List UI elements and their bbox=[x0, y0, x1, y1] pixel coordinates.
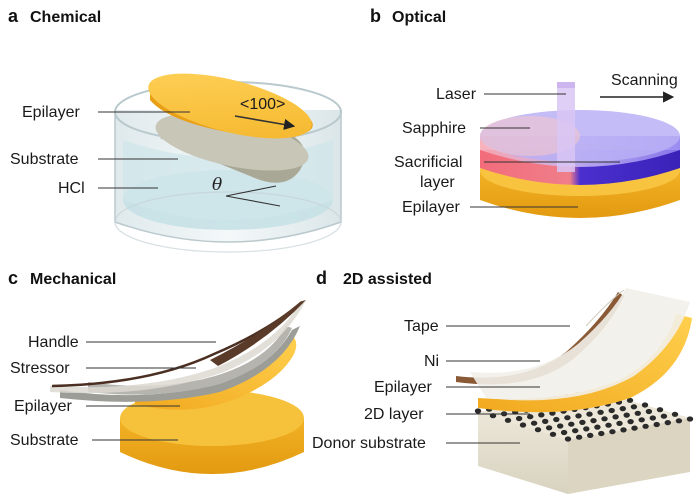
label-2d-layer: 2D layer bbox=[364, 406, 424, 423]
panel-c-title: Mechanical bbox=[30, 271, 116, 288]
label-scanning: Scanning bbox=[611, 72, 678, 89]
atom bbox=[575, 413, 582, 419]
atom bbox=[671, 411, 679, 417]
label-hcl: HCl bbox=[58, 180, 85, 197]
atom bbox=[598, 430, 605, 437]
tape-layer bbox=[470, 288, 690, 401]
atom bbox=[619, 406, 626, 412]
label-donor-substrate: Donor substrate bbox=[312, 435, 426, 452]
atom bbox=[645, 408, 653, 415]
label-sacrificial-1: Sacrificial bbox=[394, 154, 462, 171]
atom bbox=[597, 409, 604, 415]
panel-d-title: 2D assisted bbox=[343, 271, 432, 288]
label-sapphire: Sapphire bbox=[402, 120, 466, 137]
atom bbox=[538, 412, 545, 418]
atom bbox=[653, 421, 660, 428]
label-handle: Handle bbox=[28, 334, 79, 351]
direction-arrow bbox=[234, 115, 296, 130]
atom bbox=[649, 415, 656, 421]
atom bbox=[579, 419, 586, 425]
atom bbox=[627, 419, 634, 425]
label-laser: Laser bbox=[436, 86, 477, 103]
atom bbox=[572, 428, 579, 434]
theta-line-1 bbox=[225, 195, 281, 207]
laser-beam bbox=[557, 82, 575, 172]
sapphire-layer bbox=[480, 110, 680, 167]
atom bbox=[557, 423, 564, 429]
panel-b-letter: b bbox=[370, 6, 381, 26]
label-substrate-a: Substrate bbox=[10, 151, 79, 168]
atom bbox=[527, 414, 534, 420]
atom bbox=[560, 429, 568, 436]
panel-b: b Optical Scanning Laser Sapphire Sa bbox=[370, 6, 680, 218]
atom bbox=[634, 410, 641, 416]
atom bbox=[642, 423, 649, 429]
atom bbox=[519, 422, 527, 428]
label-epilayer-a: Epilayer bbox=[22, 104, 80, 121]
label-epilayer-b: Epilayer bbox=[402, 199, 460, 216]
atom bbox=[641, 402, 649, 408]
atom bbox=[545, 425, 553, 431]
label-stressor: Stressor bbox=[10, 360, 70, 377]
label-substrate-c: Substrate bbox=[10, 432, 79, 449]
atom bbox=[586, 411, 593, 417]
donor-substrate bbox=[478, 392, 690, 494]
atom bbox=[530, 420, 538, 426]
atom bbox=[656, 407, 664, 413]
panel-a-title: Chemical bbox=[30, 9, 101, 26]
atom bbox=[601, 416, 608, 422]
atom bbox=[564, 436, 572, 442]
atom bbox=[542, 418, 549, 424]
atom bbox=[623, 412, 630, 418]
atom bbox=[587, 432, 594, 438]
direction-label: <100> bbox=[240, 96, 285, 113]
atom bbox=[564, 415, 571, 421]
atom bbox=[626, 397, 634, 403]
atom bbox=[616, 420, 623, 426]
atom bbox=[630, 404, 638, 410]
atom bbox=[612, 414, 619, 420]
panel-c-letter: c bbox=[8, 268, 18, 288]
theta-label: θ bbox=[212, 175, 222, 195]
atom bbox=[474, 408, 482, 414]
atom bbox=[686, 416, 694, 422]
epilayer-c bbox=[135, 334, 297, 410]
panel-d-letter: d bbox=[316, 268, 327, 288]
atom bbox=[638, 417, 645, 423]
panel-d: d 2D assisted Tape Ni Epilayer 2D lay bbox=[312, 268, 694, 494]
panel-a-letter: a bbox=[8, 6, 19, 26]
atom bbox=[664, 420, 671, 426]
panel-a: a Chemical <100> θ Epilayer Sub bbox=[8, 6, 342, 253]
atom bbox=[575, 434, 583, 440]
atom bbox=[590, 418, 597, 424]
label-epilayer-c: Epilayer bbox=[14, 398, 72, 415]
atom bbox=[568, 421, 575, 427]
label-sacrificial-2: layer bbox=[420, 174, 455, 191]
atom bbox=[515, 415, 523, 422]
atom bbox=[594, 424, 601, 430]
atom bbox=[660, 413, 668, 419]
panel-b-title: Optical bbox=[392, 9, 446, 26]
atom bbox=[608, 407, 615, 414]
atom bbox=[620, 427, 627, 433]
epilayer-d bbox=[478, 314, 692, 413]
theta-line-2 bbox=[225, 185, 277, 197]
handle-sheet bbox=[50, 300, 306, 394]
label-tape: Tape bbox=[404, 318, 439, 335]
atom bbox=[553, 416, 560, 423]
atom bbox=[534, 427, 542, 433]
panel-c: c Mechanical Handle Stressor Epilayer S bbox=[8, 268, 306, 474]
atom bbox=[609, 429, 616, 435]
atom bbox=[504, 417, 512, 423]
atom bbox=[605, 422, 612, 428]
atom bbox=[675, 418, 683, 424]
label-ni: Ni bbox=[424, 353, 439, 370]
label-epilayer-d: Epilayer bbox=[374, 379, 432, 396]
atom bbox=[631, 425, 638, 431]
atom bbox=[583, 426, 590, 432]
atom bbox=[549, 431, 557, 437]
